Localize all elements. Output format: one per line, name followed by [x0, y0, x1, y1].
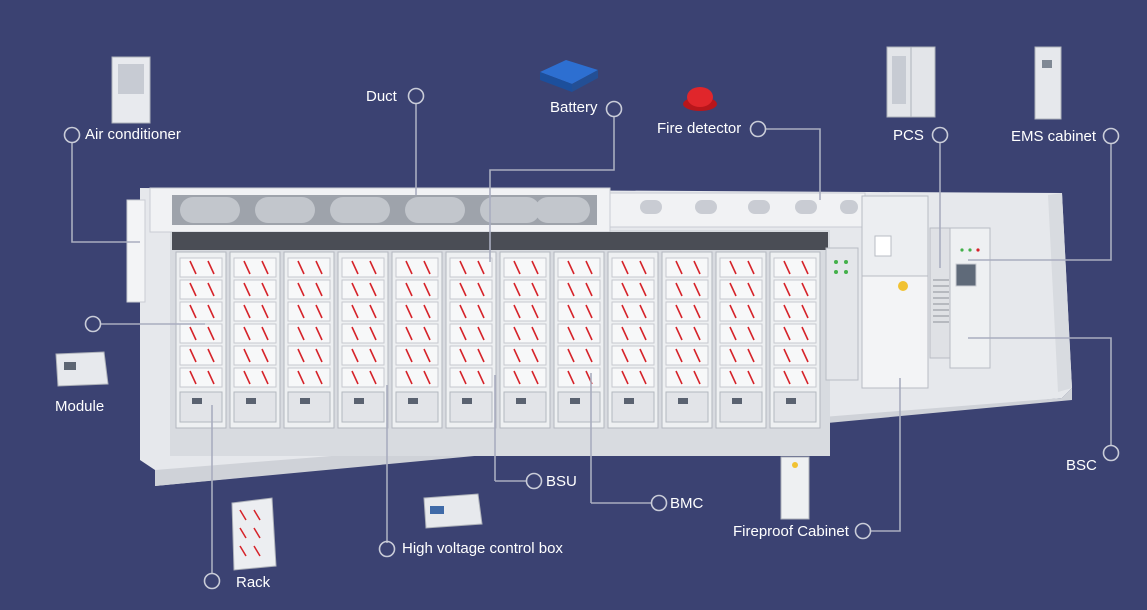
battery-rack: [445, 251, 497, 429]
pcs-illustration: [886, 46, 936, 118]
battery-rack: [229, 251, 281, 429]
high-voltage-box-illustration: [423, 493, 483, 529]
air-conditioner-illustration: [111, 56, 151, 124]
label-pcs: PCS: [893, 127, 924, 144]
label-air-conditioner: Air conditioner: [85, 126, 181, 143]
battery-cell-illustration: [540, 60, 598, 92]
battery-rack: [553, 251, 605, 429]
battery-rack: [715, 251, 767, 429]
module-illustration: [55, 351, 109, 387]
leader-circles: [63, 87, 1120, 590]
battery-rack: [283, 251, 335, 429]
rack-illustration: [231, 497, 277, 571]
label-duct: Duct: [366, 88, 397, 105]
battery-racks: [175, 251, 821, 429]
label-high-voltage-control-box: High voltage control box: [402, 540, 563, 557]
label-fire-detector: Fire detector: [657, 120, 742, 137]
label-bsc: BSC: [1066, 457, 1097, 474]
battery-rack: [607, 251, 659, 429]
right-cabinets: [825, 195, 991, 389]
label-module: Module: [55, 398, 105, 415]
label-fireproof-cabinet: Fireproof Cabinet: [733, 523, 849, 540]
battery-rack: [769, 251, 821, 429]
label-battery: Battery: [550, 99, 598, 116]
battery-rack: [391, 251, 443, 429]
fire-detector-illustration: [683, 87, 717, 111]
battery-rack: [499, 251, 551, 429]
label-bsu: BSU: [546, 473, 577, 490]
battery-rack: [661, 251, 713, 429]
label-bmc: BMC: [670, 495, 704, 512]
fireproof-cabinet-illustration: [780, 456, 810, 520]
label-rack: Rack: [236, 574, 271, 591]
ems-cabinet-illustration: [1034, 46, 1062, 120]
battery-rack: [337, 251, 389, 429]
leader-lines: [71, 104, 1112, 574]
battery-rack: [175, 251, 227, 429]
label-ems-cabinet: EMS cabinet: [1011, 128, 1097, 145]
